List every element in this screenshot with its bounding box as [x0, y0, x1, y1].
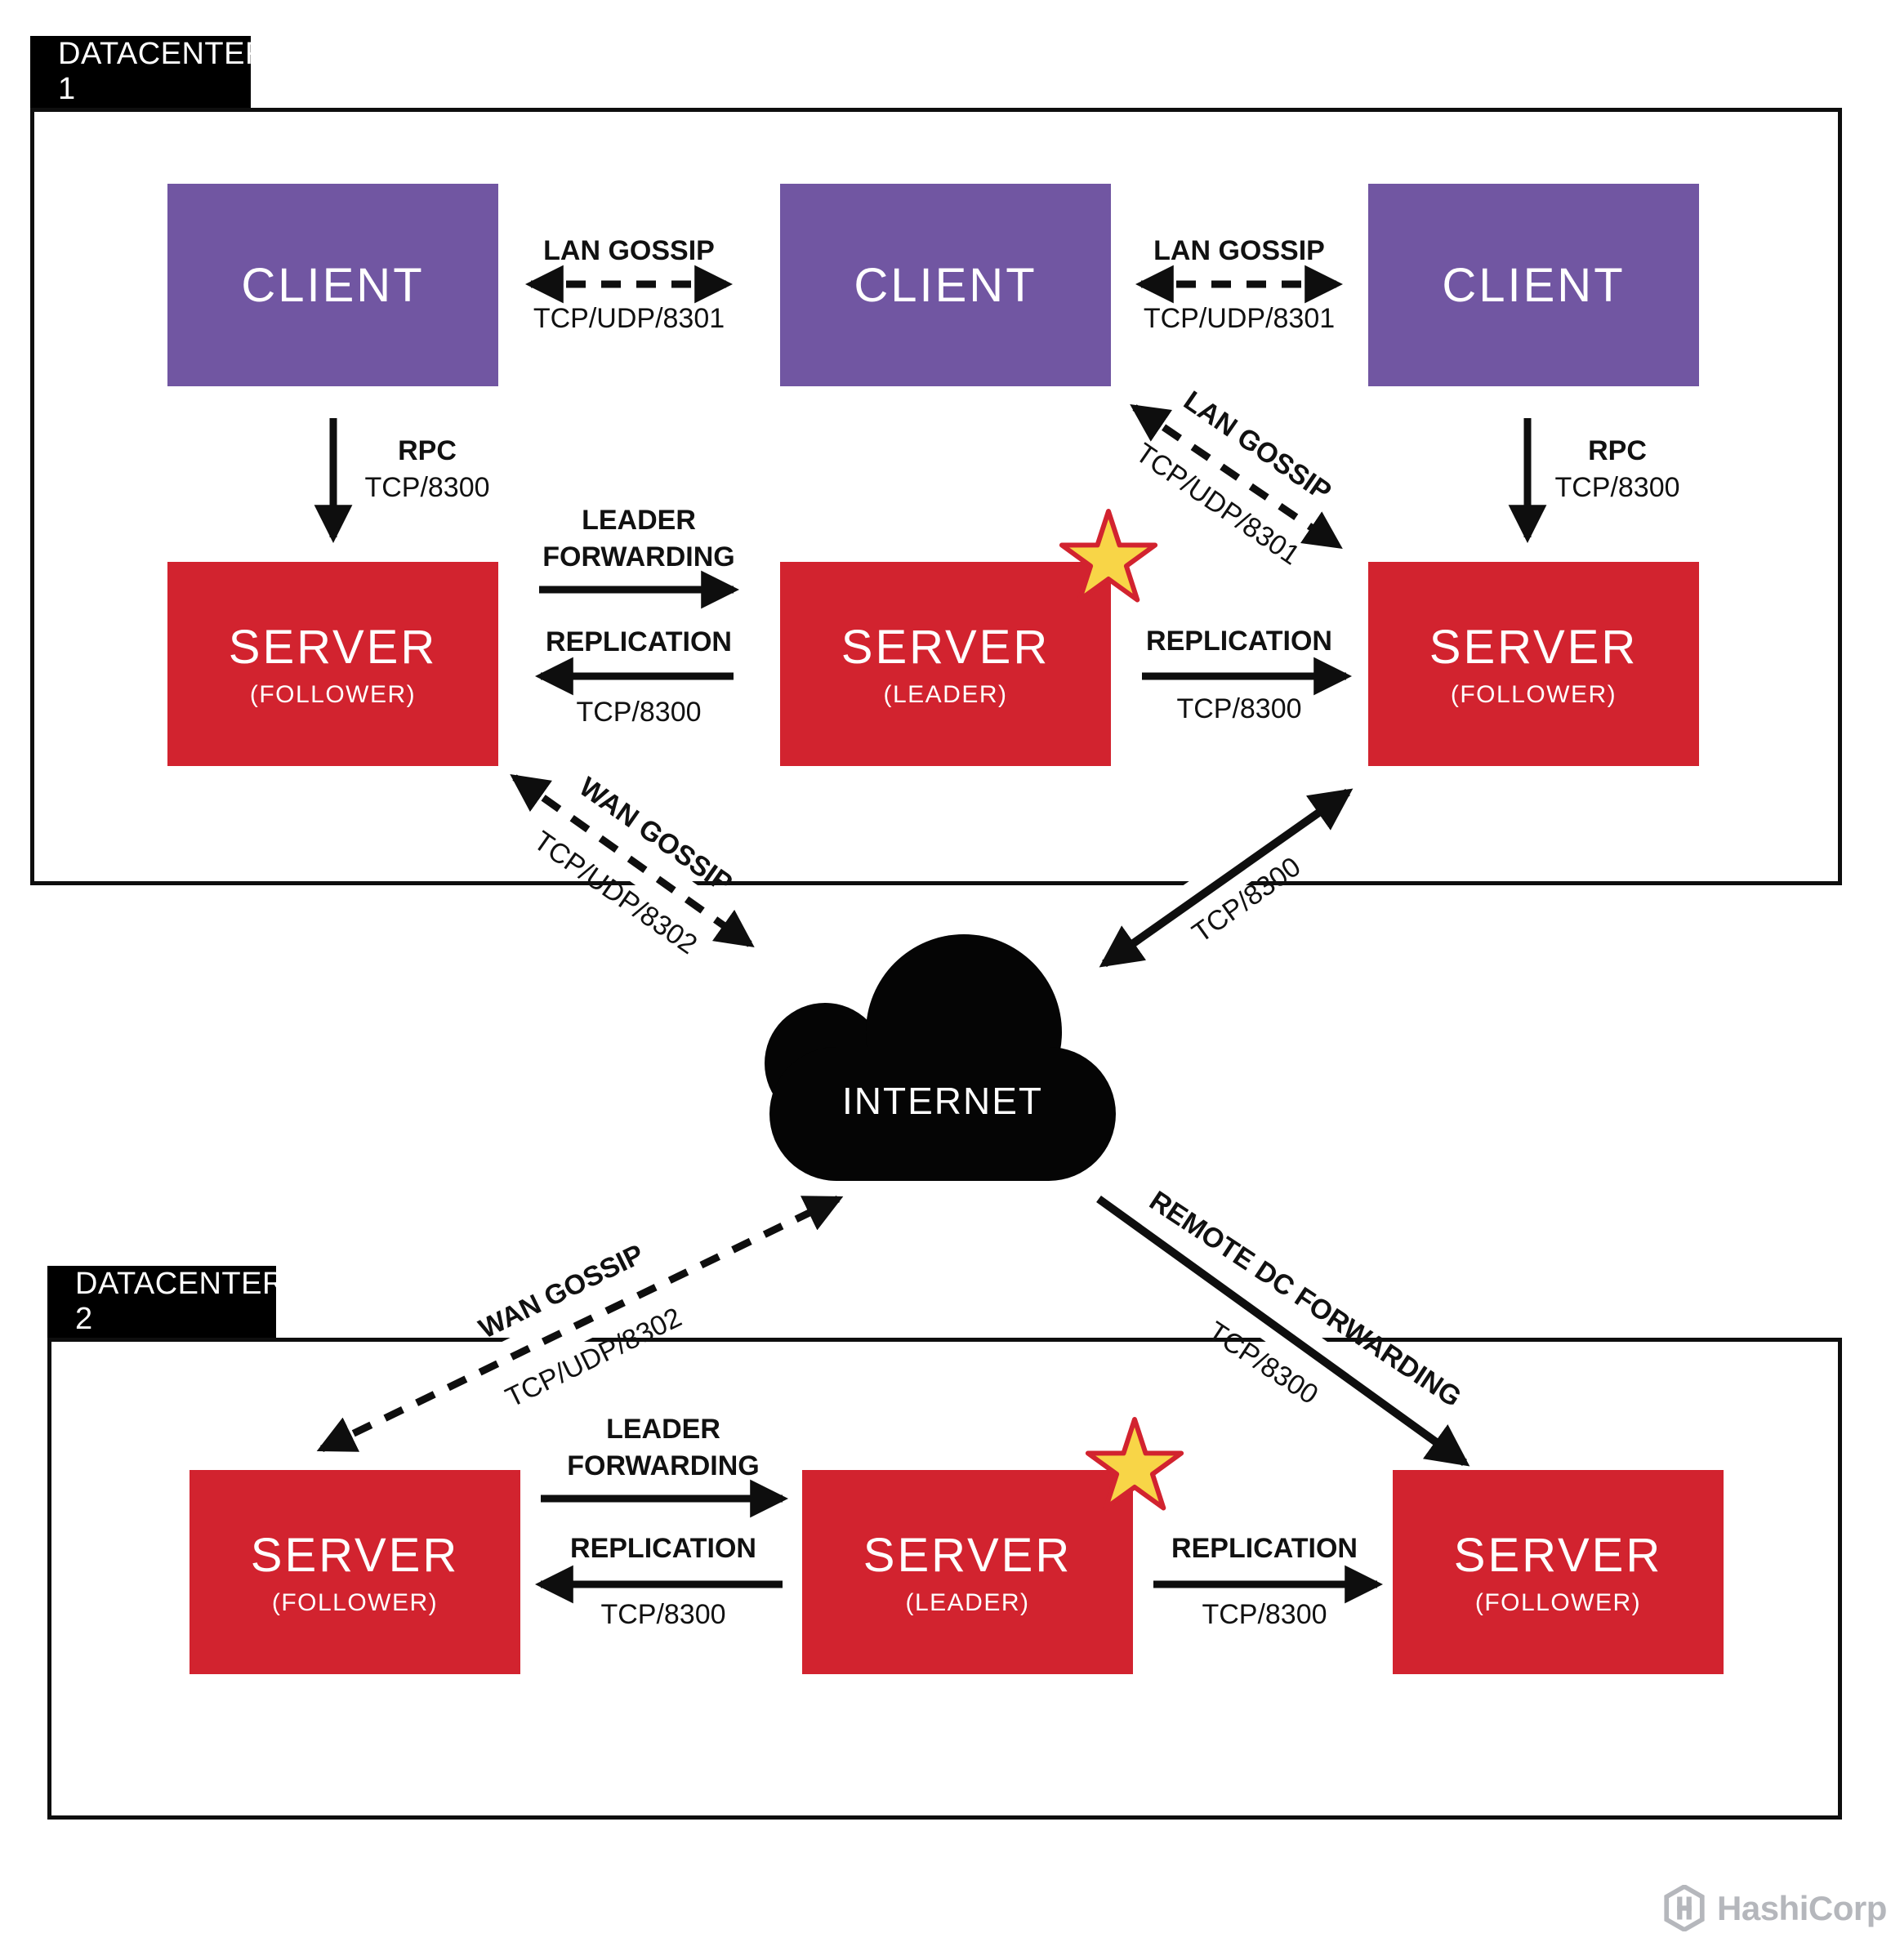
dc1-client-3-title: CLIENT	[1442, 258, 1626, 312]
datacenter2-label-text: DATACENTER 2	[75, 1267, 285, 1336]
lan-gossip-1-port: TCP/UDP/8301	[533, 303, 725, 334]
dc1-leader-label: LEADER	[582, 505, 696, 536]
dc2-server-leader: SERVER (LEADER)	[802, 1470, 1133, 1674]
dc2-replication-left-label: REPLICATION	[570, 1533, 756, 1564]
dc1-server-3-role: (FOLLOWER)	[1450, 680, 1617, 708]
rpc-group-left: RPC TCP/8300	[364, 433, 489, 506]
datacenter2-label: DATACENTER 2	[47, 1266, 284, 1338]
dc1-forwarding-label: FORWARDING	[542, 541, 735, 572]
dc2-replication-right-label: REPLICATION	[1171, 1533, 1358, 1564]
dc1-server-follower-left: SERVER (FOLLOWER)	[167, 562, 498, 766]
dc2-replication-right-port: TCP/8300	[1202, 1599, 1327, 1630]
dc1-server-3-title: SERVER	[1429, 620, 1639, 674]
dc2-server-1-role: (FOLLOWER)	[271, 1588, 439, 1616]
leader-forwarding-group-dc2: LEADER FORWARDING REPLICATION TCP/8300	[567, 1411, 759, 1633]
dc2-server-3-title: SERVER	[1453, 1528, 1663, 1582]
rpc-left-label: RPC	[398, 435, 457, 466]
dc1-replication-left-port: TCP/8300	[576, 697, 702, 728]
rpc-right-port: TCP/8300	[1554, 472, 1680, 503]
hashicorp-logo: HashiCorp	[1663, 1885, 1887, 1931]
dc2-forwarding-label: FORWARDING	[567, 1450, 760, 1481]
replication-group-dc1-right: REPLICATION TCP/8300	[1146, 623, 1332, 728]
internet-title: INTERNET	[842, 1080, 1043, 1122]
dc1-client-2: CLIENT	[780, 184, 1111, 386]
dc1-server-2-title: SERVER	[841, 620, 1050, 674]
lan-gossip-group-2: LAN GOSSIP TCP/UDP/8301	[1144, 233, 1335, 337]
dc2-replication-left-port: TCP/8300	[600, 1599, 726, 1630]
dc1-server-2-role: (LEADER)	[883, 680, 1008, 708]
lan-gossip-1-label: LAN GOSSIP	[543, 235, 715, 266]
rpc-right-label: RPC	[1588, 435, 1647, 466]
dc1-server-leader: SERVER (LEADER)	[780, 562, 1111, 766]
leader-forwarding-group-dc1: LEADER FORWARDING REPLICATION TCP/8300	[542, 502, 734, 731]
lan-gossip-2-label: LAN GOSSIP	[1153, 235, 1325, 266]
dc2-server-3-role: (FOLLOWER)	[1474, 1588, 1642, 1616]
lan-gossip-2-port: TCP/UDP/8301	[1143, 303, 1336, 334]
replication-group-dc2-right: REPLICATION TCP/8300	[1171, 1530, 1358, 1633]
dc1-server-follower-right: SERVER (FOLLOWER)	[1368, 562, 1699, 766]
dc2-server-follower-left: SERVER (FOLLOWER)	[190, 1470, 520, 1674]
dc1-client-2-title: CLIENT	[854, 258, 1037, 312]
dc1-server-1-role: (FOLLOWER)	[249, 680, 417, 708]
datacenter1-label: DATACENTER 1	[30, 36, 267, 108]
dc2-server-2-title: SERVER	[863, 1528, 1073, 1582]
dc1-client-3: CLIENT	[1368, 184, 1699, 386]
dc1-replication-left-label: REPLICATION	[546, 626, 732, 657]
dc1-client-1: CLIENT	[167, 184, 498, 386]
dc2-server-2-role: (LEADER)	[905, 1588, 1030, 1616]
dc1-client-1-title: CLIENT	[241, 258, 425, 312]
dc2-server-1-title: SERVER	[250, 1528, 460, 1582]
hashicorp-wordmark: HashiCorp	[1717, 1888, 1887, 1927]
rpc-group-right: RPC TCP/8300	[1554, 433, 1679, 506]
dc2-leader-label: LEADER	[606, 1414, 720, 1445]
dc1-replication-right-port: TCP/8300	[1176, 693, 1302, 724]
rpc-left-port: TCP/8300	[364, 472, 490, 503]
lan-gossip-group-1: LAN GOSSIP TCP/UDP/8301	[533, 233, 725, 337]
dc1-server-1-title: SERVER	[228, 620, 438, 674]
dc2-server-follower-right: SERVER (FOLLOWER)	[1393, 1470, 1724, 1674]
hashicorp-logo-icon	[1664, 1885, 1705, 1931]
datacenter1-label-text: DATACENTER 1	[58, 37, 268, 106]
dc1-replication-right-label: REPLICATION	[1146, 626, 1332, 657]
internet-cloud-icon	[765, 934, 1116, 1181]
